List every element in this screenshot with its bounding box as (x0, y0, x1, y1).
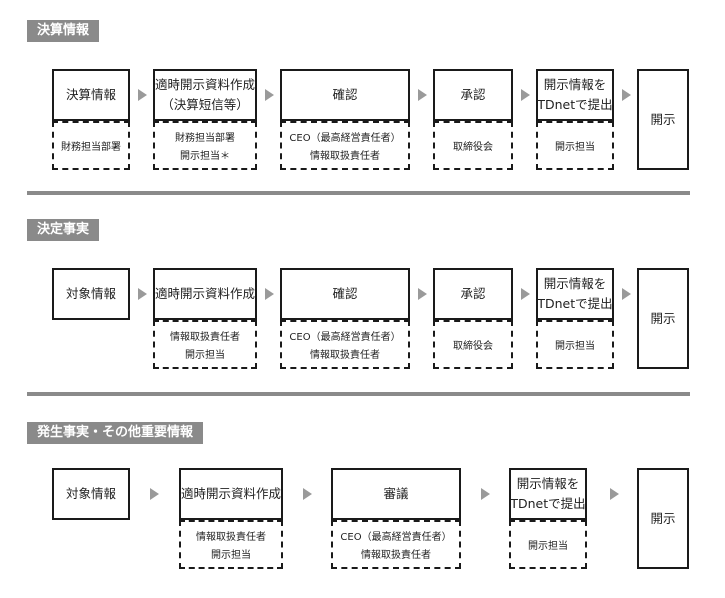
s1-step-5-owner-1: 開示担当 (555, 142, 595, 153)
s1-step-4-label: 承認 (460, 87, 486, 103)
section-divider-2 (27, 392, 690, 396)
s1-arrow-5-icon (622, 89, 631, 101)
s1-step-6-box: 開示 (637, 69, 689, 170)
s2-step-5-box: 開示情報を TDnetで提出 (536, 268, 614, 320)
s3-step-3-box: 審議 (331, 468, 461, 520)
s1-step-1-label: 決算情報 (65, 87, 116, 103)
s1-step-3-label: 確認 (332, 87, 358, 103)
s1-arrow-3-icon (418, 89, 427, 101)
s3-arrow-1-icon (150, 488, 159, 500)
s3-step-4-label-1: 開示情報を (516, 476, 580, 491)
s2-step-3-box: 確認 (280, 268, 410, 320)
s3-step-5-label: 開示 (650, 510, 676, 526)
s2-step-3-label: 確認 (332, 286, 358, 302)
s3-step-3-label: 審議 (383, 486, 409, 502)
s3-arrow-2-icon (303, 488, 312, 500)
s2-step-4-owner: 取締役会 (433, 320, 513, 369)
s2-step-5-owner-1: 開示担当 (555, 341, 595, 352)
s3-step-3-owner-1: CEO（最高経営責任者） (340, 532, 452, 544)
s3-step-4-owner-1: 開示担当 (528, 541, 568, 552)
s3-step-1-box: 対象情報 (52, 468, 130, 520)
section-3-title: 発生事実・その他重要情報 (27, 422, 204, 444)
s3-step-5-box: 開示 (637, 468, 689, 569)
s1-step-5-label-2: TDnetで提出 (537, 97, 613, 112)
s1-step-2-owner-1: 財務担当部署 (175, 133, 235, 145)
s2-step-2-box: 適時開示資料作成 (153, 268, 257, 320)
s2-step-4-owner-1: 取締役会 (453, 341, 493, 352)
s2-step-3-owner-1: CEO（最高経営責任者） (289, 332, 401, 344)
s2-arrow-4-icon (521, 288, 530, 300)
s3-arrow-4-icon (610, 488, 619, 500)
s1-step-2-owner-2: 開示担当＊ (180, 150, 230, 162)
s1-step-1-box: 決算情報 (52, 69, 130, 121)
s1-step-4-owner: 取締役会 (433, 121, 513, 170)
s1-arrow-4-icon (521, 89, 530, 101)
s3-step-1-label: 対象情報 (65, 486, 116, 502)
s2-step-5-label-1: 開示情報を (543, 276, 607, 291)
s3-step-2-owner: 情報取扱責任者 開示担当 (179, 520, 283, 569)
s1-arrow-1-icon (138, 89, 147, 101)
s3-step-4-box: 開示情報を TDnetで提出 (509, 468, 587, 520)
s2-step-1-box: 対象情報 (52, 268, 130, 320)
s2-arrow-5-icon (622, 288, 631, 300)
s2-step-5-label-2: TDnetで提出 (537, 296, 613, 311)
s3-step-2-box: 適時開示資料作成 (179, 468, 283, 520)
s3-step-4-owner: 開示担当 (509, 520, 587, 569)
section-1-title: 決算情報 (27, 20, 100, 42)
s1-step-4-box: 承認 (433, 69, 513, 121)
s2-step-2-owner-2: 開示担当 (185, 349, 225, 361)
s2-step-4-label: 承認 (460, 286, 486, 302)
s3-step-3-owner-2: 情報取扱責任者 (361, 549, 431, 561)
s1-arrow-2-icon (265, 89, 274, 101)
s1-step-4-owner-1: 取締役会 (453, 142, 493, 153)
s2-arrow-2-icon (265, 288, 274, 300)
s2-step-2-owner: 情報取扱責任者 開示担当 (153, 320, 257, 369)
s1-step-1-owner: 財務担当部署 (52, 121, 130, 170)
s2-arrow-3-icon (418, 288, 427, 300)
s1-step-3-box: 確認 (280, 69, 410, 121)
section-2-title: 決定事実 (27, 219, 100, 241)
s3-step-3-owner: CEO（最高経営責任者） 情報取扱責任者 (331, 520, 461, 569)
s1-step-3-owner: CEO（最高経営責任者） 情報取扱責任者 (280, 121, 410, 170)
s1-step-5-label-1: 開示情報を (543, 77, 607, 92)
section-divider-1 (27, 191, 690, 195)
s1-step-5-box: 開示情報を TDnetで提出 (536, 69, 614, 121)
s1-step-2-label-1: 適時開示資料作成 (155, 77, 256, 92)
s1-step-2-label-2: （決算短信等） (161, 97, 249, 112)
s2-step-3-owner-2: 情報取扱責任者 (310, 349, 380, 361)
s3-step-2-owner-2: 開示担当 (211, 549, 251, 561)
s2-step-2-label: 適時開示資料作成 (155, 286, 256, 302)
s3-step-2-owner-1: 情報取扱責任者 (196, 532, 266, 544)
s1-step-1-owner-1: 財務担当部署 (61, 142, 121, 153)
s2-step-4-box: 承認 (433, 268, 513, 320)
s1-step-2-owner: 財務担当部署 開示担当＊ (153, 121, 257, 170)
s2-step-6-label: 開示 (650, 310, 676, 326)
s1-step-3-owner-2: 情報取扱責任者 (310, 150, 380, 162)
s3-step-4-label-2: TDnetで提出 (510, 496, 586, 511)
s1-step-2-box: 適時開示資料作成 （決算短信等） (153, 69, 257, 121)
s1-step-3-owner-1: CEO（最高経営責任者） (289, 133, 401, 145)
s2-step-1-label: 対象情報 (65, 286, 116, 302)
s1-step-5-owner: 開示担当 (536, 121, 614, 170)
s3-step-2-label: 適時開示資料作成 (181, 486, 282, 502)
s2-step-3-owner: CEO（最高経営責任者） 情報取扱責任者 (280, 320, 410, 369)
s2-step-6-box: 開示 (637, 268, 689, 369)
s3-arrow-3-icon (481, 488, 490, 500)
s2-arrow-1-icon (138, 288, 147, 300)
s1-step-6-label: 開示 (650, 111, 676, 127)
s2-step-5-owner: 開示担当 (536, 320, 614, 369)
s2-step-2-owner-1: 情報取扱責任者 (170, 332, 240, 344)
